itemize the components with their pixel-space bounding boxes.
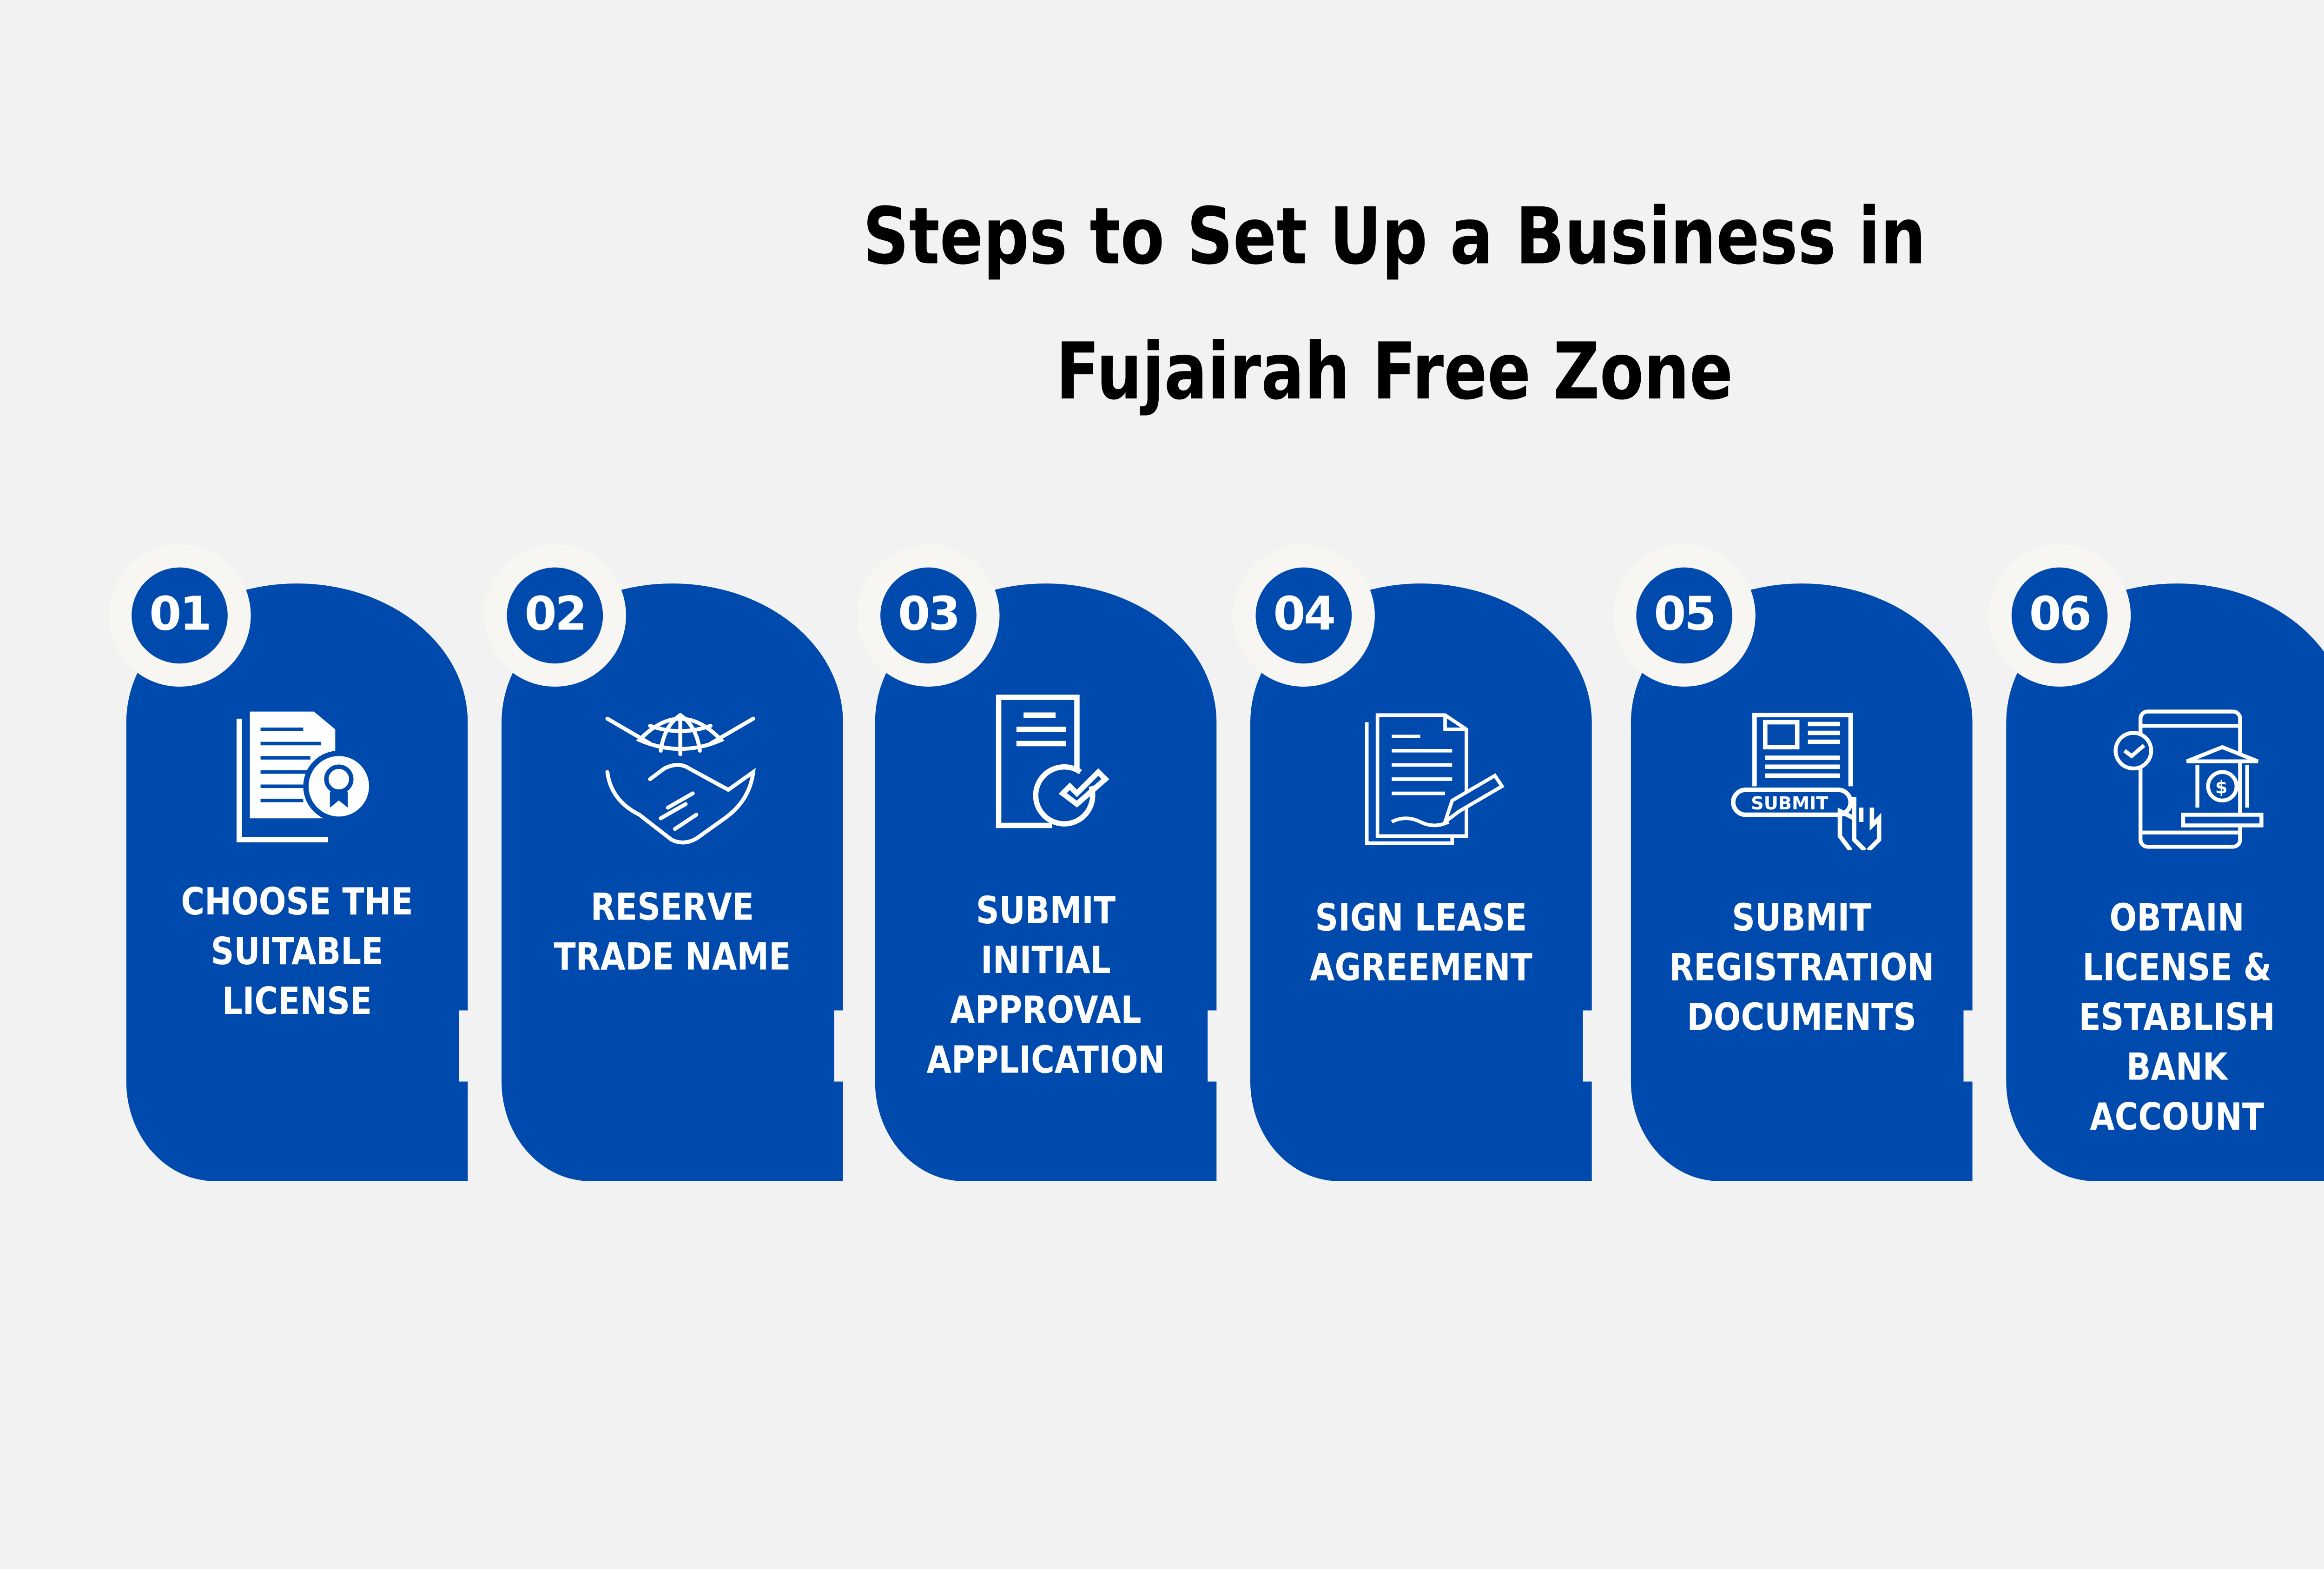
svg-text:$: $ xyxy=(2215,777,2228,798)
step-card-01: 01 CHOOSE THE SUITABLE LICENSE xyxy=(108,544,470,1181)
label-line: REGISTRATION xyxy=(1669,946,1934,989)
step-badge: 01 xyxy=(108,544,251,687)
card-notch xyxy=(1208,1010,1219,1082)
title-line-2: Fujairah Free Zone xyxy=(1056,327,1733,418)
label-line: SUBMIT xyxy=(1732,896,1872,940)
label-line: BANK xyxy=(2126,1046,2228,1089)
label-line: RESERVE xyxy=(590,886,754,929)
card-notch xyxy=(834,1010,845,1082)
label-line: INITIAL xyxy=(981,939,1111,982)
step-label: SUBMIT INITIAL APPROVAL APPLICATION xyxy=(890,886,1202,1086)
step-number: 03 xyxy=(880,567,977,664)
contract-pen-icon xyxy=(1349,708,1509,850)
step-card-06: 06 $ OBTAIN LICENSE & ESTABLISH BANK ACC… xyxy=(1988,544,2324,1181)
label-line: ESTABLISH xyxy=(2079,996,2275,1039)
label-line: ACCOUNT xyxy=(2090,1096,2265,1139)
submit-form-click-icon: SUBMIT xyxy=(1730,708,1889,852)
step-number: 05 xyxy=(1636,567,1733,664)
step-label: CHOOSE THE SUITABLE LICENSE xyxy=(141,877,453,1026)
step-label: SIGN LEASE AGREEMENT xyxy=(1265,893,1577,993)
license-certificate-icon xyxy=(225,708,385,850)
step-card-05: 05 SUBMIT SUBMIT REGISTRATION DOCUMENTS xyxy=(1613,544,1974,1181)
step-number: 01 xyxy=(132,567,228,664)
label-line: AGREEMENT xyxy=(1309,946,1532,989)
label-line: APPLICATION xyxy=(926,1039,1165,1082)
step-number: 06 xyxy=(2011,567,2108,664)
label-line: SIGN LEASE xyxy=(1315,896,1527,940)
mobile-bank-icon: $ xyxy=(2105,708,2265,850)
label-line: DOCUMENTS xyxy=(1687,996,1917,1039)
step-badge: 02 xyxy=(483,544,626,687)
label-line: TRADE NAME xyxy=(554,935,791,979)
document-check-icon xyxy=(974,690,1134,833)
step-number: 04 xyxy=(1255,567,1352,664)
card-notch xyxy=(459,1010,470,1082)
step-badge: 05 xyxy=(1613,544,1756,687)
label-line: LICENSE xyxy=(222,980,372,1023)
step-badge: 03 xyxy=(857,544,1000,687)
label-line: SUITABLE xyxy=(211,930,383,973)
step-badge: 06 xyxy=(1988,544,2131,687)
step-card-04: 04 SIGN LEASE AGREEMENT xyxy=(1232,544,1594,1181)
step-card-03: 03 SUBMIT INITIAL APPROVAL APPLICATION xyxy=(857,544,1219,1181)
label-line: APPROVAL xyxy=(950,989,1142,1032)
step-label: RESERVE TRADE NAME xyxy=(516,882,828,982)
card-notch xyxy=(1963,1010,1974,1082)
svg-text:SUBMIT: SUBMIT xyxy=(1751,793,1828,814)
page-title: Steps to Set Up a Business in Fujairah F… xyxy=(251,171,2324,441)
title-line-1: Steps to Set Up a Business in xyxy=(863,192,1926,283)
label-line: LICENSE & xyxy=(2082,946,2272,989)
step-badge: 04 xyxy=(1232,544,1375,687)
globe-handshake-icon xyxy=(600,708,760,850)
step-number: 02 xyxy=(507,567,603,664)
label-line: SUBMIT xyxy=(976,889,1116,933)
card-notch xyxy=(1583,1010,1594,1082)
label-line: CHOOSE THE xyxy=(181,880,413,923)
step-card-02: 02 RESERVE TRADE NAME xyxy=(483,544,845,1181)
label-line: OBTAIN xyxy=(2109,896,2245,940)
step-label: OBTAIN LICENSE & ESTABLISH BANK ACCOUNT xyxy=(2021,893,2324,1142)
step-label: SUBMIT REGISTRATION DOCUMENTS xyxy=(1646,893,1958,1042)
